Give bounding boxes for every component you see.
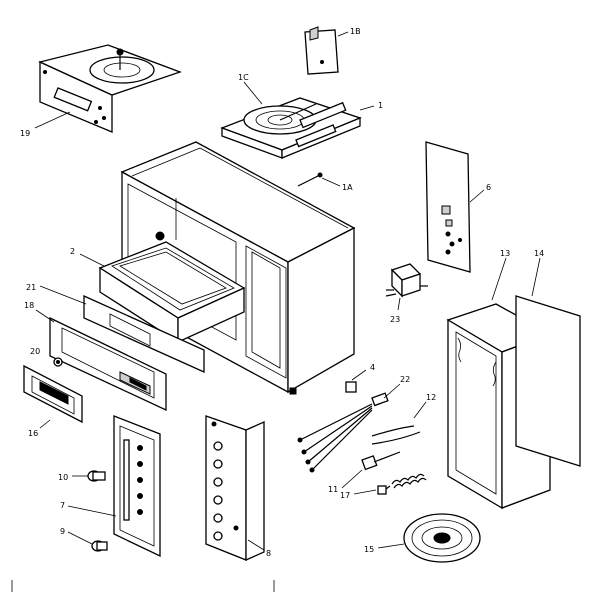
part-15-speaker (377, 513, 481, 563)
part-16-tuner-dial (23, 364, 83, 429)
callout-7: 7 (60, 501, 65, 510)
part-22-wiring-harness (297, 383, 401, 473)
part-23-transformer (385, 263, 428, 311)
callout-23: 23 (390, 315, 400, 324)
part-7-control-panel (67, 415, 161, 558)
callout-22: 22 (400, 375, 410, 384)
part-9-knob (67, 531, 108, 552)
callout-16: 16 (28, 429, 38, 438)
part-6-circuit-board (425, 141, 485, 273)
part-1b-bracket (304, 26, 349, 75)
callout-20: 20 (30, 347, 40, 356)
part-1a-pin (297, 172, 341, 187)
part-12-cable (371, 401, 427, 445)
part-19-turntable-bracket (34, 44, 182, 133)
callout-9: 9 (60, 527, 65, 536)
part-1-record-changer (220, 81, 375, 159)
callout-19: 19 (20, 129, 30, 138)
callout-1: 1 (378, 101, 383, 110)
callout-4: 4 (370, 363, 375, 372)
part-20-knob (53, 357, 63, 367)
callout-10: 10 (58, 473, 68, 482)
part-2-drawer (79, 241, 246, 344)
part-4-foot (345, 369, 367, 393)
callout-18: 18 (24, 301, 34, 310)
part-13-speaker-enclosure (446, 257, 552, 510)
callout-1b: 1B (350, 27, 361, 36)
part-10-knob (72, 470, 106, 482)
callout-13: 13 (500, 249, 510, 258)
callout-21: 21 (26, 283, 36, 292)
callout-1a: 1A (342, 183, 353, 192)
part-14-back-panel (515, 257, 581, 467)
part-21-panel (39, 285, 205, 374)
callout-12: 12 (426, 393, 436, 402)
part-11-plug (341, 451, 401, 489)
callout-14: 14 (534, 249, 544, 258)
callout-11: 11 (328, 485, 338, 494)
callout-2: 2 (70, 247, 75, 256)
part-17-coiled-cord (353, 473, 427, 495)
part-18-front-trim (35, 309, 167, 412)
callout-1c: 1C (238, 73, 249, 82)
part-8-knob-panel (205, 415, 265, 562)
callout-17: 17 (340, 491, 350, 500)
callout-15: 15 (364, 545, 374, 554)
callout-8: 8 (266, 549, 271, 558)
callout-6: 6 (486, 183, 491, 192)
